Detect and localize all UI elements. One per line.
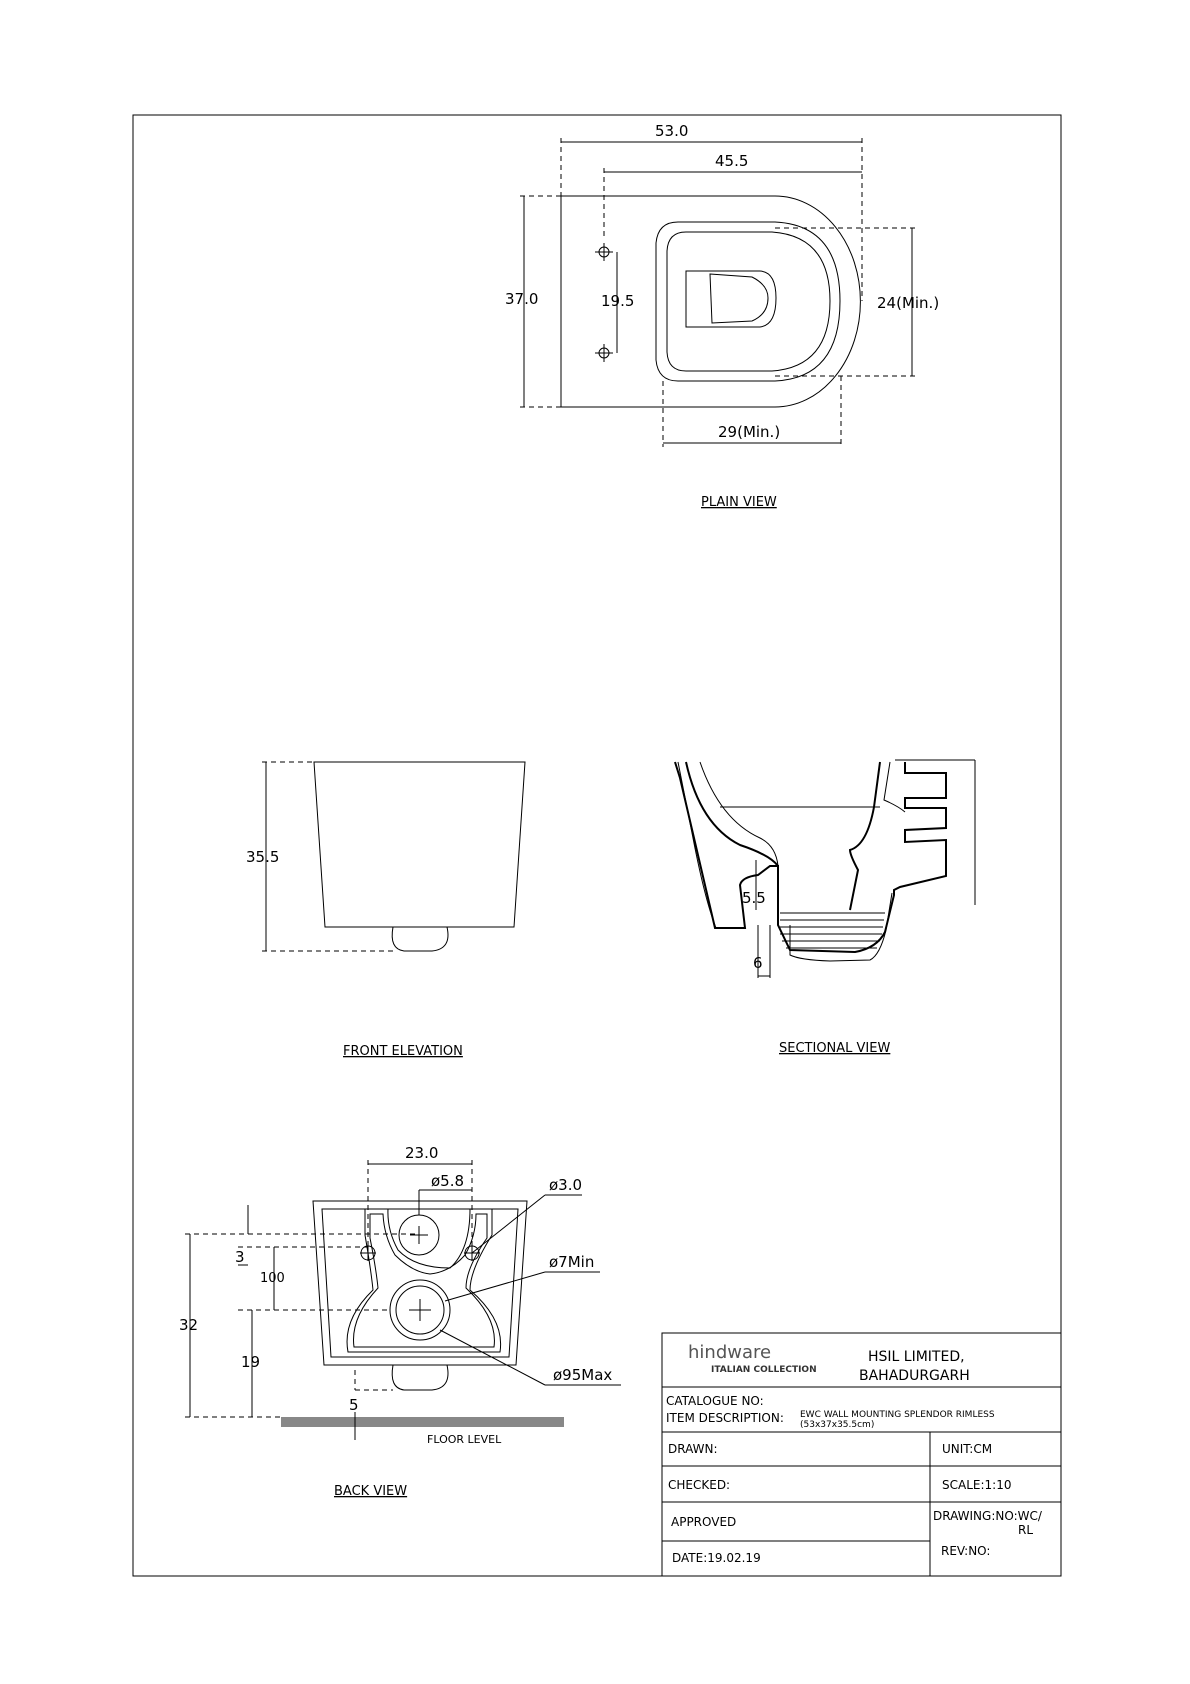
back-outlet-spigot bbox=[391, 1364, 449, 1391]
date-label: DATE:19.02.19 bbox=[672, 1551, 761, 1565]
dim-hole-spacing: 19.5 bbox=[601, 292, 634, 310]
plain-view-outline bbox=[560, 195, 861, 408]
item-description-line2: (53x37x35.5cm) bbox=[800, 1420, 874, 1430]
back-view: FLOOR LEVEL 23.0 ø5.8 ø3.0 ø7Min ø95Max … bbox=[179, 1144, 621, 1499]
catalogue-label: CATALOGUE NO: bbox=[666, 1394, 764, 1408]
outlet-circle-outer-icon bbox=[389, 1279, 451, 1341]
sheet-border bbox=[132, 114, 1062, 1577]
approved-label: APPROVED bbox=[671, 1515, 736, 1529]
dim-height-19: 19 bbox=[241, 1353, 260, 1371]
section-inner-bowl bbox=[685, 761, 779, 867]
front-elevation-title: FRONT ELEVATION bbox=[343, 1044, 463, 1059]
front-body-outline bbox=[313, 761, 526, 928]
bowl-opening-outer bbox=[655, 221, 841, 382]
back-body-inner bbox=[321, 1208, 519, 1358]
floor-level-hatch bbox=[281, 1417, 564, 1427]
dim-fixing-diameter: ø3.0 bbox=[549, 1176, 582, 1194]
company-location: BAHADURGARH bbox=[859, 1368, 970, 1384]
dim-seal-depth: 5.5 bbox=[742, 889, 766, 907]
item-description-line1: EWC WALL MOUNTING SPLENDOR RIMLESS bbox=[800, 1410, 995, 1420]
drawing-no-label: DRAWING:NO:WC/ bbox=[933, 1509, 1043, 1523]
drawn-label: DRAWN: bbox=[668, 1442, 718, 1456]
dim-overall-length: 53.0 bbox=[655, 122, 688, 140]
sectional-view: 5.5 6 SECTIONAL VIEW bbox=[674, 759, 976, 1056]
item-description-label: ITEM DESCRIPTION: bbox=[666, 1411, 784, 1425]
sectional-view-title: SECTIONAL VIEW bbox=[779, 1041, 890, 1056]
brand-subtitle: ITALIAN COLLECTION bbox=[711, 1365, 817, 1375]
brand-logo: hindware bbox=[688, 1342, 771, 1363]
checked-label: CHECKED: bbox=[668, 1478, 730, 1492]
outlet-outline bbox=[685, 270, 777, 328]
outlet-inner bbox=[709, 273, 769, 324]
company-name: HSIL LIMITED, bbox=[868, 1349, 965, 1365]
rev-no-label: REV:NO: bbox=[941, 1544, 990, 1558]
plain-view-title: PLAIN VIEW bbox=[701, 495, 777, 510]
plain-view: 53.0 45.5 37.0 19.5 24(Min.) 29(Min.) PL… bbox=[505, 122, 939, 510]
title-block: hindware ITALIAN COLLECTION HSIL LIMITED… bbox=[661, 1332, 1062, 1577]
back-cavity-inner bbox=[353, 1213, 495, 1348]
section-trap bbox=[789, 892, 893, 962]
drawing-no-suffix: RL bbox=[1018, 1523, 1033, 1537]
bowl-opening-inner bbox=[666, 231, 831, 372]
back-cavity bbox=[346, 1208, 502, 1353]
dim-offset-small: 3 bbox=[235, 1248, 245, 1266]
dim-height-32: 32 bbox=[179, 1316, 198, 1334]
dim-height: 35.5 bbox=[246, 848, 279, 866]
dim-width: 37.0 bbox=[505, 290, 538, 308]
dim-outlet-diameter-min: ø7Min bbox=[549, 1253, 594, 1271]
section-inner-glaze bbox=[699, 761, 779, 867]
floor-level-label: FLOOR LEVEL bbox=[427, 1433, 502, 1446]
unit-label: UNIT:CM bbox=[942, 1442, 992, 1456]
dim-inlet-diameter: ø5.8 bbox=[431, 1172, 464, 1190]
dim-bowl-length: 45.5 bbox=[715, 152, 748, 170]
back-view-title: BACK VIEW bbox=[334, 1484, 407, 1499]
dim-offset-5: 5 bbox=[349, 1396, 359, 1414]
dim-offset-100: 100 bbox=[260, 1271, 285, 1286]
title-block-frame bbox=[661, 1332, 1062, 1577]
dim-opening-width: 24(Min.) bbox=[877, 294, 939, 312]
front-elevation: 35.5 FRONT ELEVATION bbox=[246, 761, 526, 1059]
dim-opening-length: 29(Min.) bbox=[718, 423, 780, 441]
dim-outlet-diameter-max: ø95Max bbox=[553, 1366, 612, 1384]
front-outlet-spigot bbox=[391, 926, 449, 952]
section-wall-inner bbox=[677, 761, 717, 929]
section-rim-wall bbox=[848, 761, 881, 911]
outlet-circle-inner-icon bbox=[395, 1285, 445, 1335]
dim-trap-offset: 6 bbox=[753, 954, 763, 972]
dim-center-spacing: 23.0 bbox=[405, 1144, 438, 1162]
scale-label: SCALE:1:10 bbox=[942, 1478, 1011, 1492]
section-outer-shell bbox=[674, 761, 947, 954]
